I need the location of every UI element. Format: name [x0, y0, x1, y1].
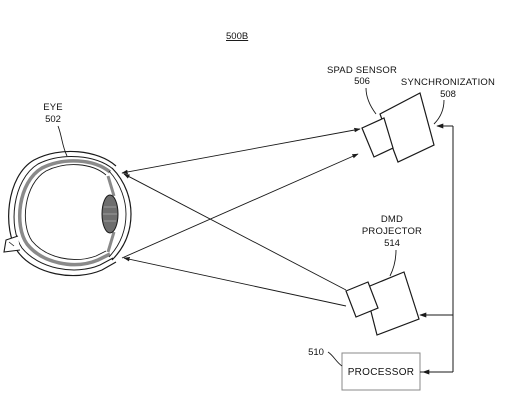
light-path-eye-top-to-sensor: [121, 127, 361, 175]
spad-sensor-device-icon: [361, 92, 435, 163]
spad-sensor-label: SPAD SENSOR: [327, 65, 397, 76]
synchronization-ref: 508: [440, 89, 456, 100]
eye-label: EYE: [43, 102, 63, 113]
dmd-projector-ref: 514: [384, 238, 400, 249]
eye-cross-section-icon: [3, 150, 132, 277]
figure-number: 500B: [226, 31, 248, 42]
dmd-label-line1: DMD: [381, 214, 403, 225]
processor-leader-line: [327, 351, 343, 367]
control-bus: [419, 123, 454, 375]
light-path-projector-to-eye-top: [123, 173, 347, 291]
light-path-projector-to-eye-bottom: [123, 257, 347, 307]
spad-sensor-leader-line: [365, 87, 377, 115]
spad-sensor-ref: 506: [354, 76, 370, 87]
light-path-eye-bottom-to-sensor: [121, 153, 359, 259]
dmd-projector-leader-line: [389, 249, 397, 277]
dmd-label-line2: PROJECTOR: [362, 226, 422, 237]
eye-ref: 502: [45, 114, 61, 125]
synchronization-label: SYNCHRONIZATION: [401, 77, 495, 88]
processor-label: PROCESSOR: [348, 367, 415, 378]
processor-ref: 510: [308, 347, 324, 358]
light-paths: [121, 127, 361, 307]
eye-leader-line: [57, 125, 68, 157]
dmd-projector-device-icon: [345, 271, 420, 336]
synchronization-leader-line: [433, 99, 445, 125]
